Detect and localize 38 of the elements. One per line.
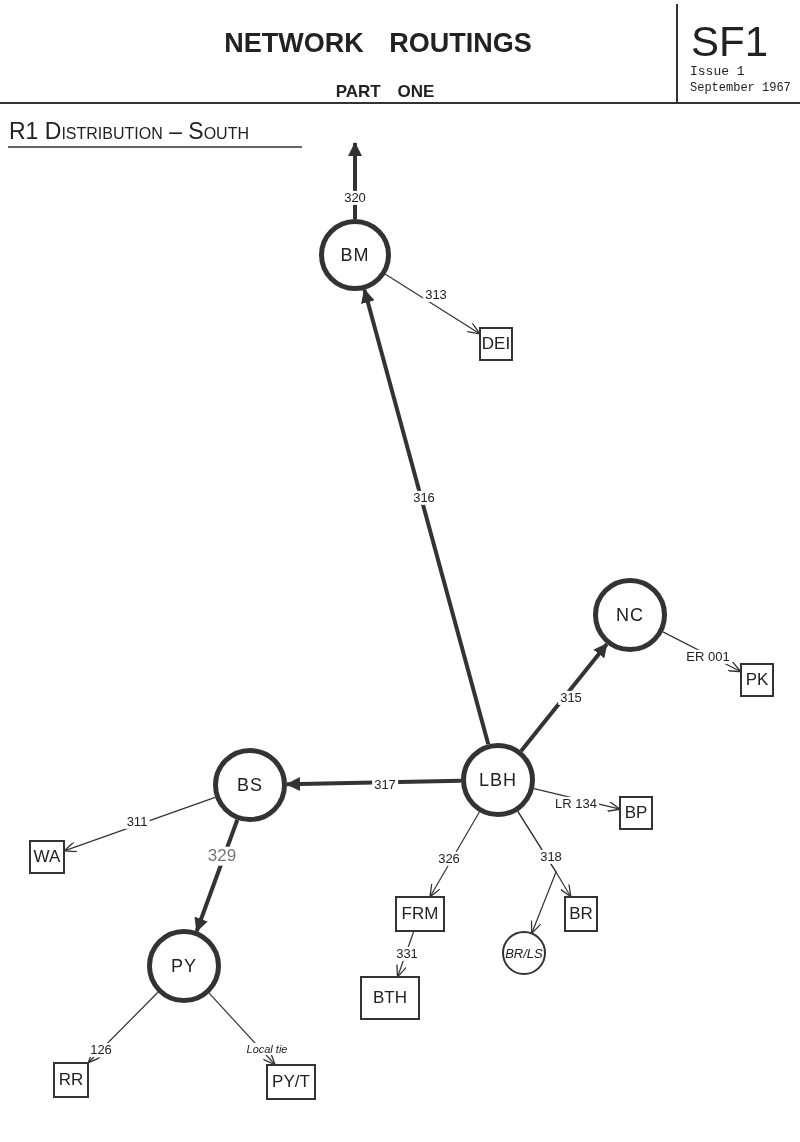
arrow bbox=[519, 642, 609, 753]
station-circle: LBH bbox=[461, 743, 535, 817]
arrow bbox=[348, 142, 362, 219]
station-box: BTH bbox=[360, 976, 420, 1020]
subtitle: PART ONE bbox=[335, 82, 435, 102]
station-box: FRM bbox=[395, 896, 445, 932]
edge-label: 316 bbox=[411, 490, 437, 506]
edge-label: 326 bbox=[436, 851, 462, 867]
station-circle: BS bbox=[213, 748, 287, 822]
station-box: WA bbox=[29, 840, 65, 874]
edge-label: 331 bbox=[394, 946, 420, 962]
station-circle: BR/LS bbox=[502, 931, 546, 975]
station-box: PK bbox=[740, 663, 774, 697]
station-box: DEI bbox=[479, 327, 513, 361]
station-circle: NC bbox=[593, 578, 667, 652]
edge-label: 313 bbox=[423, 287, 449, 303]
edge-label: ER 001 bbox=[684, 649, 732, 665]
station-box: BR bbox=[564, 896, 598, 932]
station-box: PY/T bbox=[266, 1064, 316, 1100]
station-circle: BM bbox=[319, 219, 391, 291]
edge-label: 315 bbox=[558, 690, 584, 706]
edge-label: Local tie bbox=[244, 1042, 290, 1056]
edge-label: 311 bbox=[124, 814, 150, 830]
section-heading: R1 Distribution – South bbox=[9, 118, 249, 145]
title: NETWORK ROUTINGS bbox=[224, 28, 532, 59]
issue-date: September 1967 bbox=[690, 81, 791, 95]
edge-label: 329 bbox=[205, 846, 239, 866]
edge-label: 320 bbox=[342, 190, 368, 206]
arrow bbox=[286, 777, 462, 791]
arrow bbox=[361, 288, 491, 745]
edge-label: 318 bbox=[538, 849, 564, 865]
station-box: RR bbox=[53, 1062, 89, 1098]
edge-label: 126 bbox=[88, 1042, 114, 1058]
station-circle: PY bbox=[147, 929, 221, 1003]
arrow bbox=[384, 273, 481, 335]
station-box: BP bbox=[619, 796, 653, 830]
sheet-code: SF1 bbox=[691, 18, 769, 66]
issue-number: Issue 1 bbox=[690, 64, 745, 79]
